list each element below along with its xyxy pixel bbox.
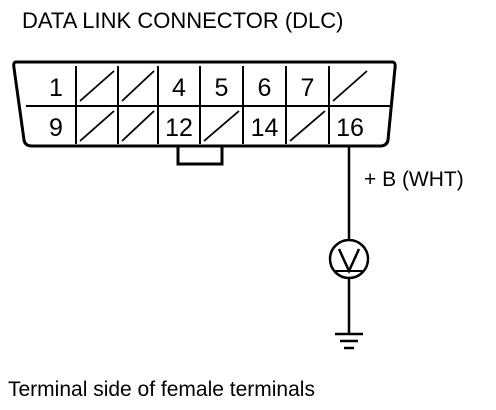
wire-label: + B (WHT): [364, 168, 464, 191]
pin-9: 9: [49, 114, 63, 142]
unused-pin-bottom-7: [289, 110, 326, 142]
voltmeter-icon: [328, 238, 370, 280]
unused-pin-bottom-3: [121, 110, 155, 142]
diagram-caption: Terminal side of female terminals: [8, 378, 315, 401]
pin-1: 1: [49, 74, 63, 102]
pin-5: 5: [215, 74, 229, 102]
pin-16: 16: [336, 114, 364, 142]
pin-12: 12: [165, 114, 193, 142]
unused-pin-top-8: [332, 70, 368, 102]
pin-4: 4: [172, 74, 186, 102]
connector-key-tab: [176, 146, 224, 166]
unused-pin-top-3: [121, 70, 155, 102]
unused-pin-top-2: [79, 70, 115, 102]
pin-14: 14: [251, 114, 279, 142]
pin-6: 6: [258, 74, 272, 102]
pin-7: 7: [301, 74, 315, 102]
connector-outline: [12, 60, 397, 148]
unused-pin-bottom-5: [203, 110, 240, 142]
diagram-title: DATA LINK CONNECTOR (DLC): [22, 8, 343, 33]
ground-icon: [335, 332, 363, 350]
unused-pin-bottom-2: [79, 110, 115, 142]
